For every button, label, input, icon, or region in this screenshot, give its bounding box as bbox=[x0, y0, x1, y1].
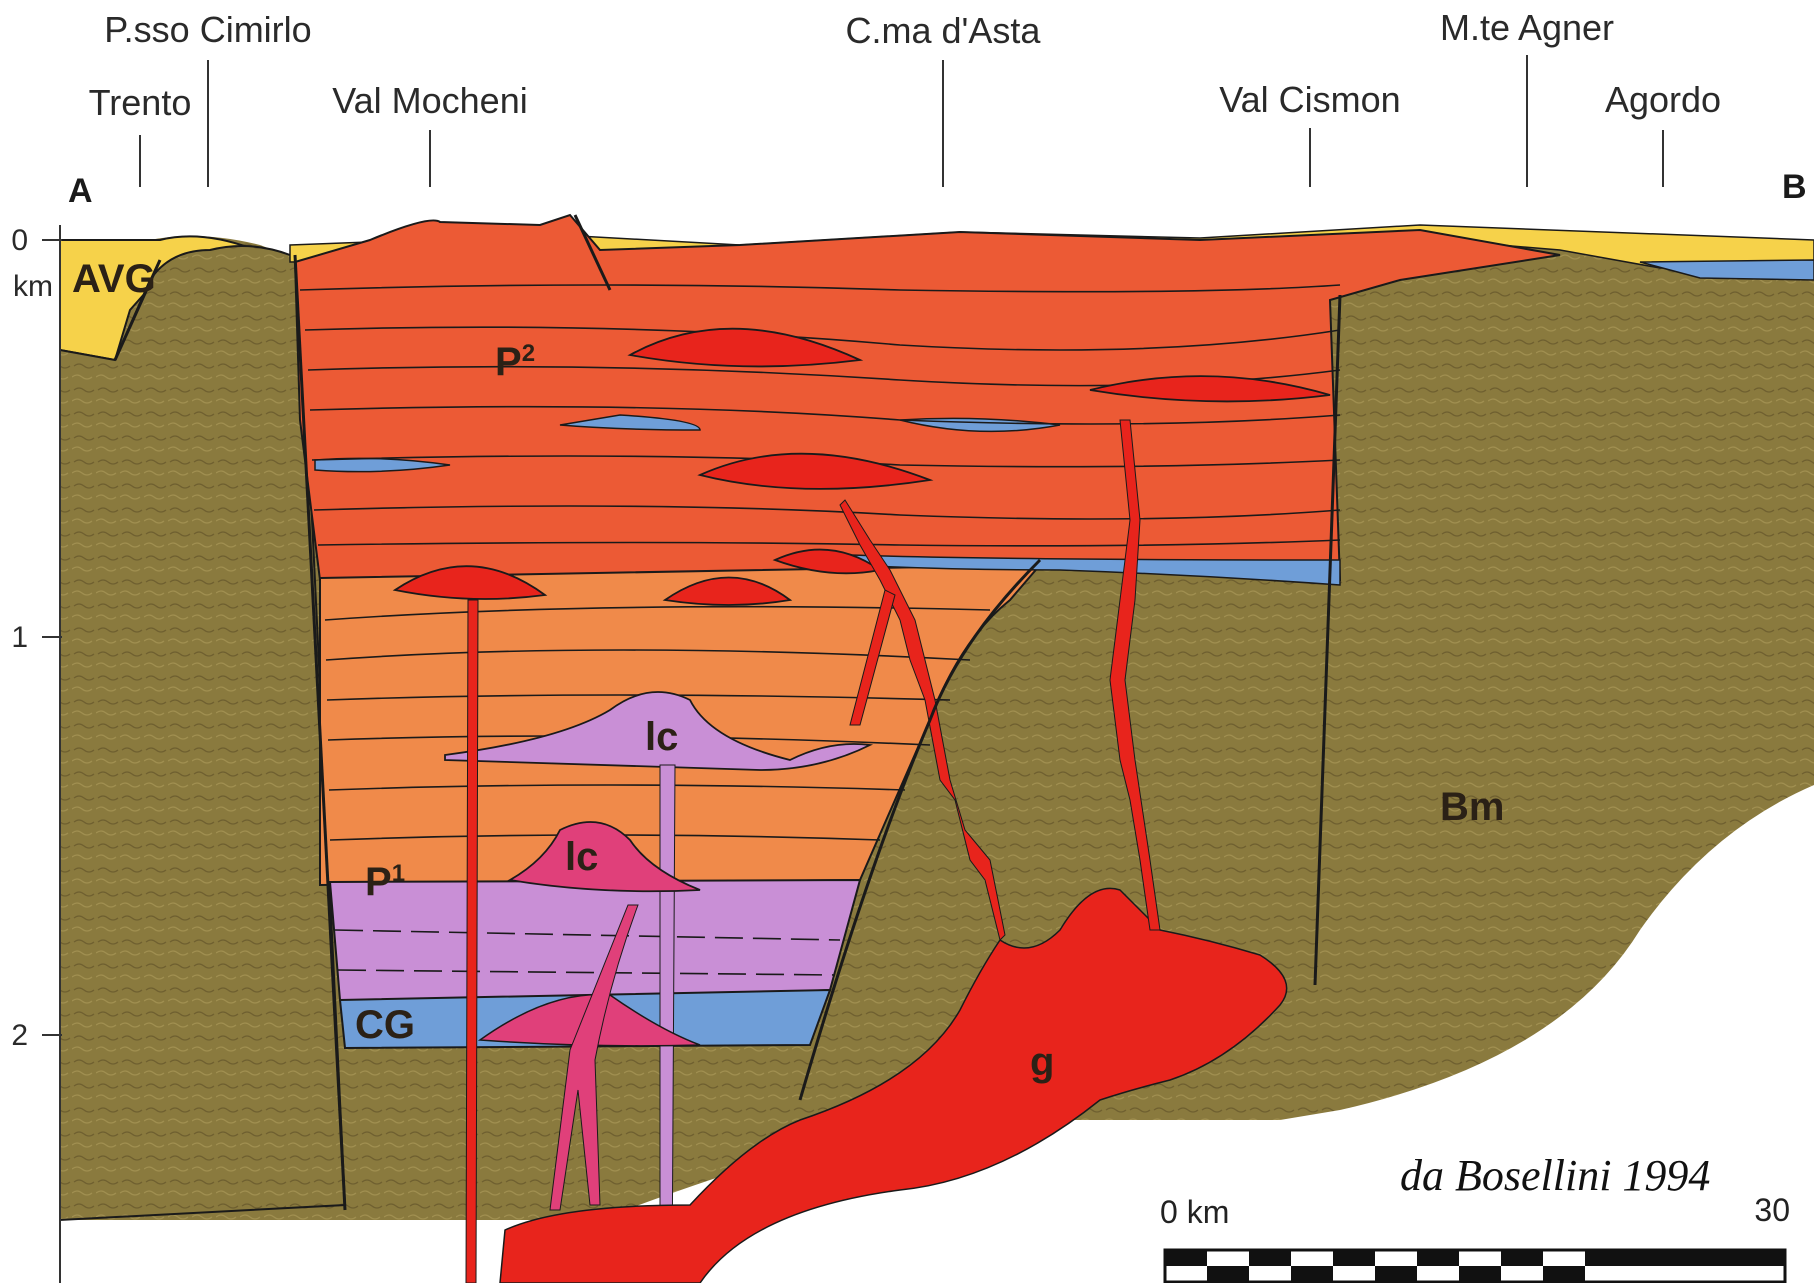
locality-val-mocheni: Val Mocheni bbox=[332, 80, 527, 121]
scale-bar-start-label: 0 km bbox=[1160, 1194, 1229, 1230]
section-end-a: A bbox=[68, 172, 93, 210]
unit-label-p1-sup: 1 bbox=[392, 860, 405, 887]
source-credit: da Bosellini 1994 bbox=[1400, 1151, 1710, 1200]
unit-label-p2-sup: 2 bbox=[522, 340, 535, 367]
scale-bar bbox=[1165, 1250, 1785, 1282]
locality-val-cismon: Val Cismon bbox=[1219, 79, 1400, 120]
depth-axis bbox=[42, 225, 62, 1283]
unit-label-lc-upper: lc bbox=[645, 715, 678, 759]
locality-passo-cimirlo: P.sso Cimirlo bbox=[104, 9, 311, 50]
locality-ticks bbox=[140, 55, 1663, 187]
locality-monte-agner: M.te Agner bbox=[1440, 7, 1614, 48]
unit-label-lc-lower: lc bbox=[565, 835, 598, 879]
unit-label-g: g bbox=[1030, 1040, 1054, 1084]
red-feeder-dyke bbox=[466, 600, 478, 1283]
depth-unit: km bbox=[13, 270, 53, 303]
lower-violet-layers bbox=[330, 880, 860, 1000]
locality-agordo: Agordo bbox=[1605, 79, 1721, 120]
unit-label-p2-base: P bbox=[495, 340, 522, 384]
depth-tick-2: 2 bbox=[11, 1019, 28, 1052]
section-end-b: B bbox=[1782, 168, 1807, 206]
unit-label-avg: AVG bbox=[72, 257, 156, 301]
depth-tick-0: 0 bbox=[11, 224, 28, 257]
locality-cima-asta: C.ma d'Asta bbox=[846, 10, 1042, 51]
unit-label-cg: CG bbox=[355, 1003, 415, 1047]
scale-bar-end-label: 30 bbox=[1754, 1192, 1790, 1228]
depth-tick-1: 1 bbox=[11, 621, 28, 654]
locality-trento: Trento bbox=[89, 82, 192, 123]
unit-label-bm: Bm bbox=[1440, 785, 1504, 829]
unit-label-p1-base: P bbox=[365, 860, 392, 904]
